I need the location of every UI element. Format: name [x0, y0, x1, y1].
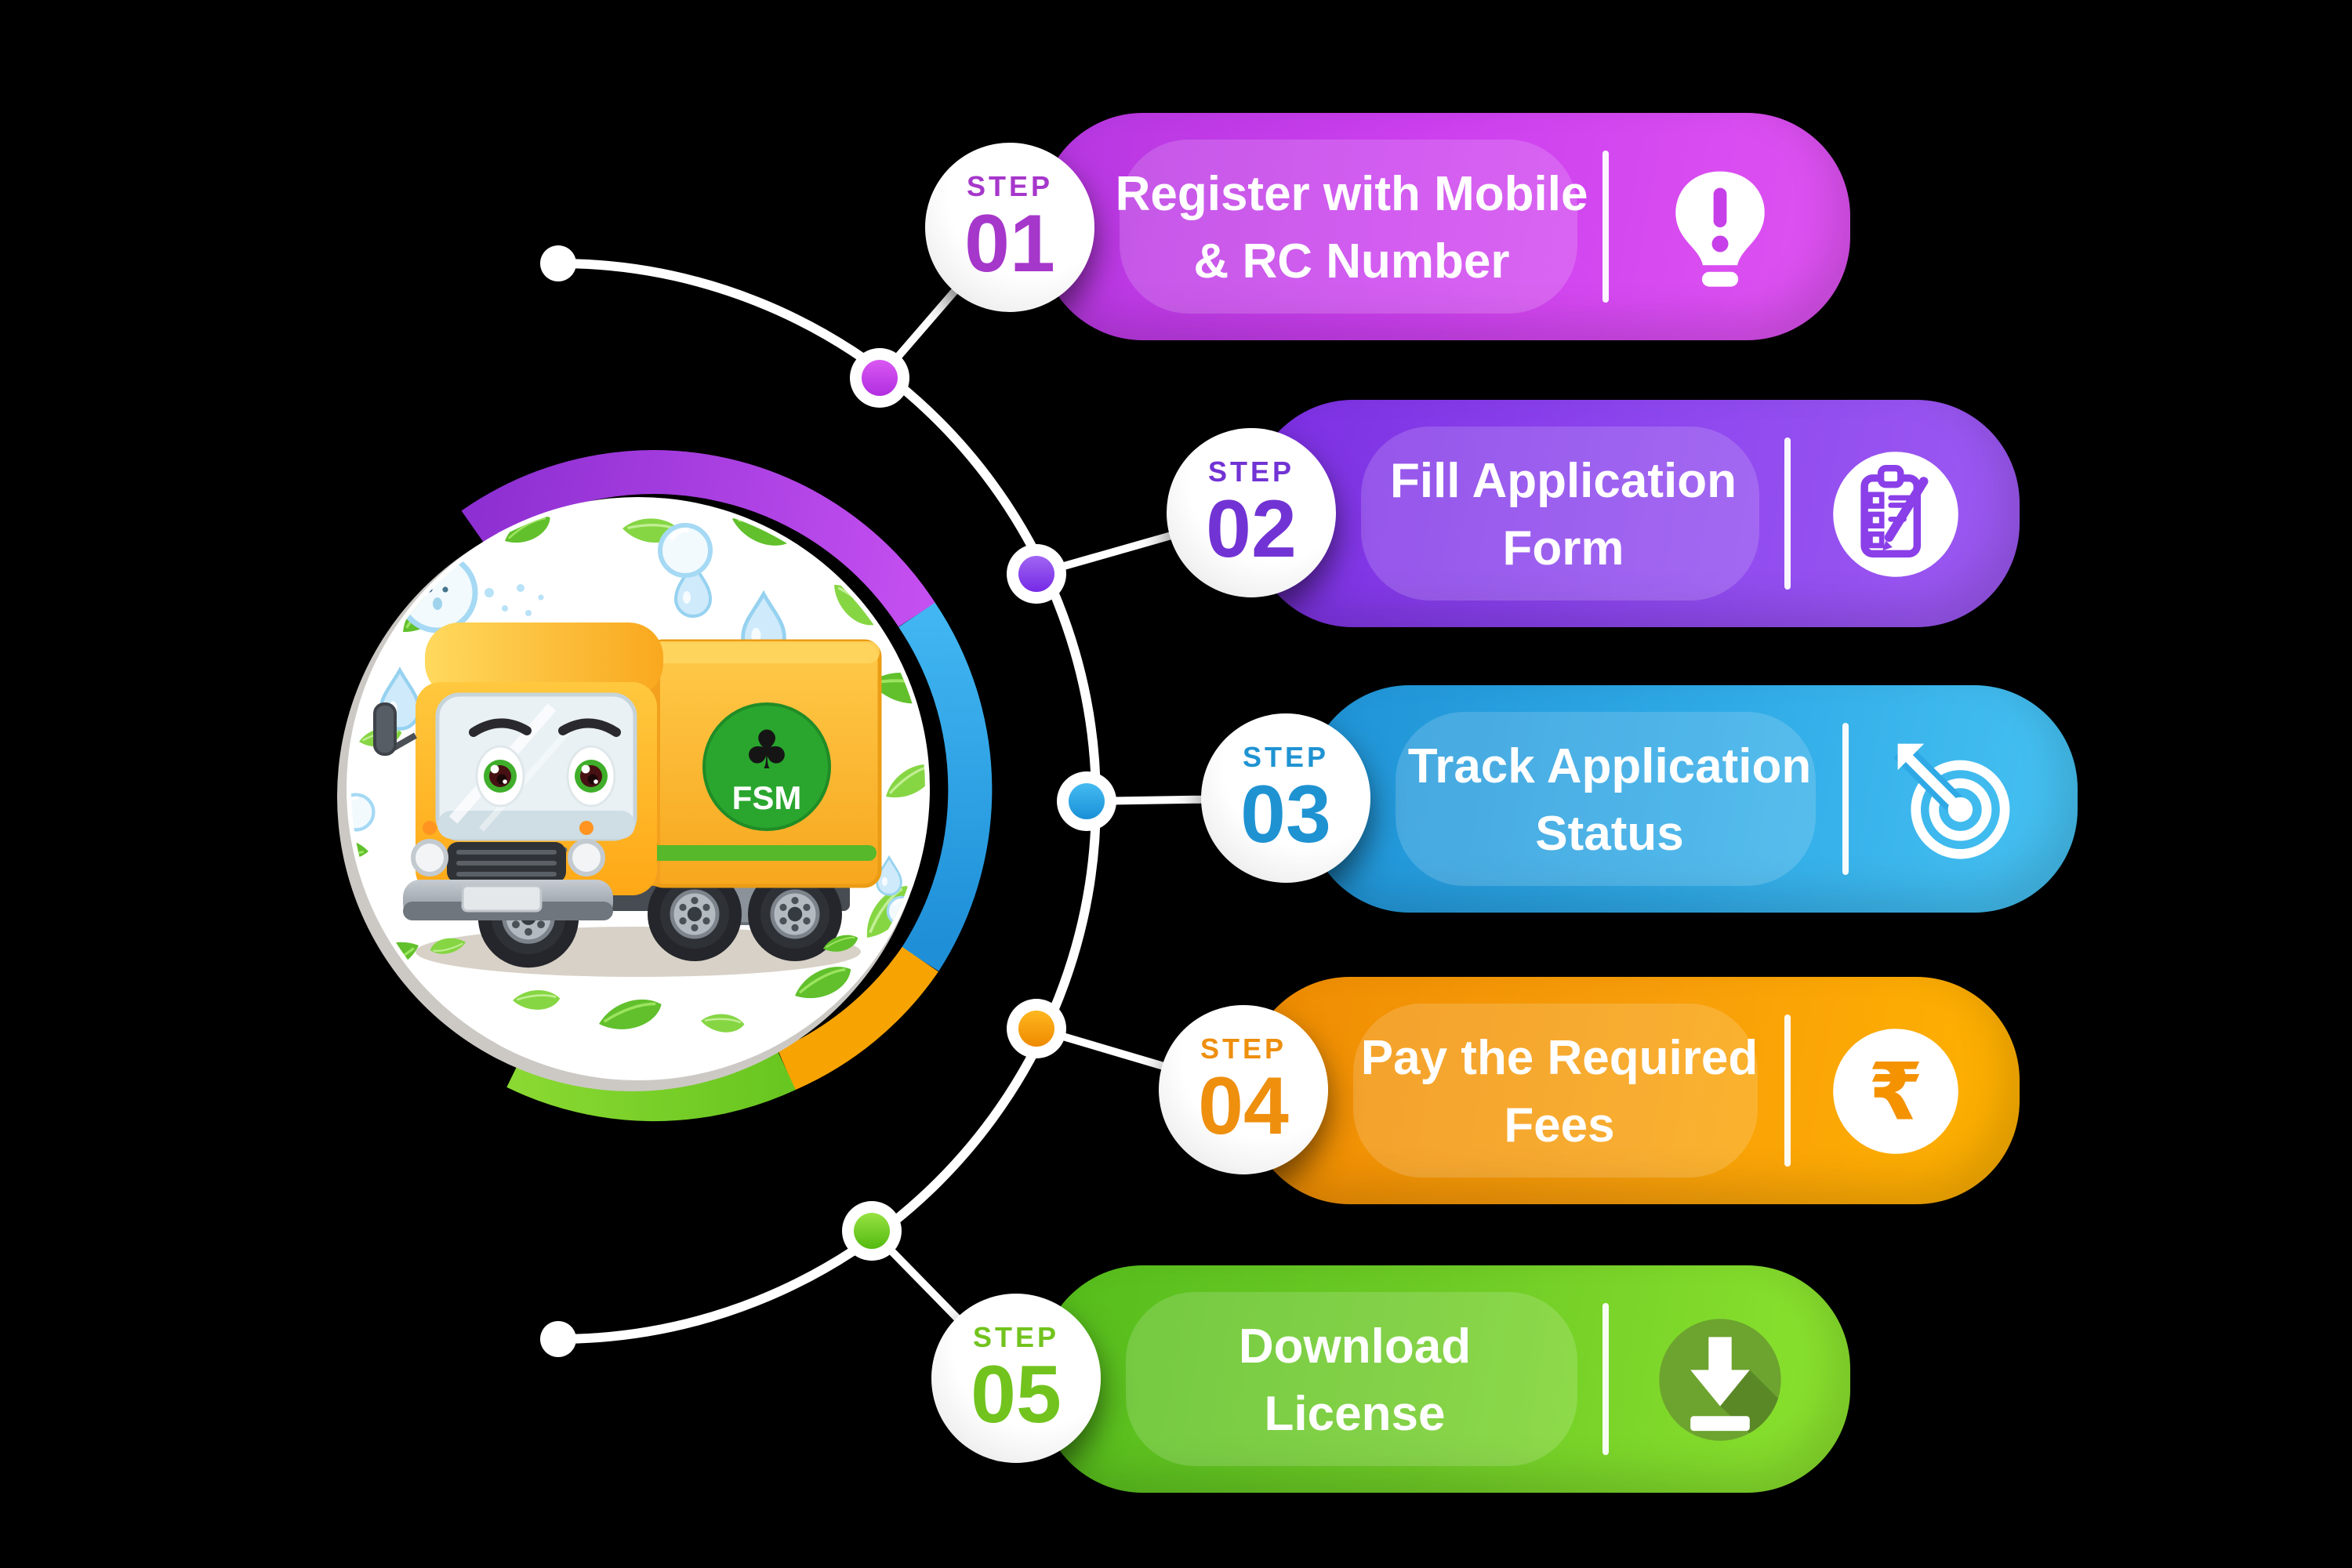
step-number: 04: [1198, 1061, 1289, 1152]
step-label: STEP: [1207, 456, 1294, 488]
step-5-badge: STEP 05: [931, 1294, 1101, 1463]
node-step-2: [1007, 544, 1066, 604]
step-4-title-line2: Fees: [1504, 1097, 1615, 1152]
step-1-pill: Register with Mobile & RC Number: [1040, 113, 1850, 340]
step-1-title-line2: & RC Number: [1193, 233, 1510, 288]
node-step-5: [842, 1201, 902, 1261]
ring-blue-segment: [898, 602, 993, 971]
step-2-pill: Fill Application Form: [1250, 400, 2020, 627]
step-3-title-line2: Status: [1535, 805, 1684, 860]
step-4-pill: Pay the Required Fees ₹: [1247, 977, 2020, 1204]
step-3-pill: Track Application Status: [1306, 685, 2078, 913]
pill-divider: [1784, 1014, 1791, 1167]
pill-inner-panel: [1396, 712, 1816, 886]
step-1-title: Register with Mobile & RC Number: [1116, 113, 1588, 340]
step-5-title-line2: License: [1264, 1385, 1446, 1440]
step-3-badge: STEP 03: [1201, 713, 1370, 883]
pill-inner-panel: [1361, 426, 1759, 601]
step-number: 03: [1240, 769, 1331, 861]
step-4-title: Pay the Required Fees: [1353, 977, 1766, 1204]
ring-orange-segment: [777, 946, 938, 1091]
step-number: 01: [964, 198, 1055, 290]
node-step-3: [1057, 771, 1116, 831]
pill-divider: [1602, 1303, 1609, 1455]
node-step-1: [850, 348, 909, 408]
arc-start-dot: [540, 245, 576, 281]
step-1-badge: STEP 01: [925, 143, 1094, 312]
step-2-badge: STEP 02: [1167, 428, 1336, 597]
lightbulb-exclamation-icon: [1654, 161, 1786, 292]
pill-divider: [1784, 437, 1791, 590]
step-1-title-line1: Register with Mobile: [1115, 165, 1588, 220]
step-5-title-line1: Download: [1238, 1318, 1472, 1373]
svg-text:₹: ₹: [1868, 1045, 1923, 1138]
arc-end-dot: [540, 1321, 576, 1357]
step-number: 05: [971, 1349, 1062, 1441]
fsm-logo-label: FSM: [732, 779, 802, 816]
ring-green-segment: [506, 1047, 796, 1122]
rupee-icon: ₹: [1830, 1025, 1962, 1156]
pill-divider: [1842, 723, 1849, 875]
step-number: 02: [1206, 484, 1297, 575]
step-2-title-line1: Fill Application: [1389, 452, 1737, 507]
step-2-title-line2: Form: [1502, 520, 1624, 575]
download-icon: [1654, 1313, 1786, 1445]
pill-inner-panel: [1126, 1292, 1577, 1466]
recycle-clover-icon: ♣: [743, 720, 791, 782]
timeline-nodes: [540, 245, 1116, 1357]
ring-purple-segment: [461, 450, 935, 627]
step-4-title-line1: Pay the Required: [1360, 1029, 1759, 1084]
center-ring: [461, 450, 993, 1122]
node-step-4: [1007, 999, 1066, 1058]
step-3-title: Track Application Status: [1396, 685, 1824, 913]
pill-inner-panel: [1353, 1004, 1758, 1178]
step-3-title-line1: Track Application: [1407, 738, 1812, 793]
step-2-title: Fill Application Form: [1361, 400, 1766, 627]
step-label: STEP: [1200, 1033, 1287, 1065]
target-arrow-icon: [1888, 733, 2020, 865]
step-5-title: Download License: [1126, 1265, 1584, 1493]
clipboard-pencil-icon: [1830, 448, 1962, 579]
step-4-badge: STEP 04: [1159, 1005, 1328, 1174]
pill-inner-panel: [1120, 140, 1577, 314]
step-5-pill: Download License: [1040, 1265, 1850, 1493]
step-label: STEP: [1242, 741, 1329, 773]
step-label: STEP: [966, 170, 1053, 202]
pill-divider: [1602, 151, 1609, 303]
step-label: STEP: [972, 1321, 1059, 1353]
